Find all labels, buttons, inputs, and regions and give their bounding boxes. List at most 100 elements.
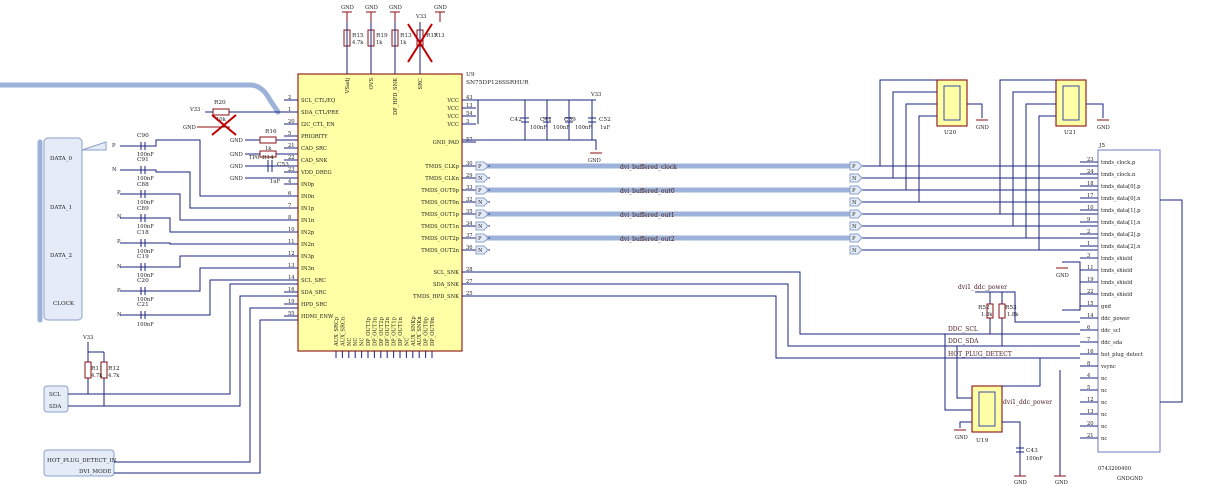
r14-body (259, 150, 277, 158)
u9-bottom-pin-name: NC (404, 337, 410, 346)
u9-pin-num: 6 (288, 191, 291, 197)
gnd-label: GND (183, 125, 196, 131)
u9-pin-name: VCC (446, 106, 459, 112)
u9-bottom-pin-name: DP_OUT3p (366, 316, 372, 346)
u9-pin-num: 20 (288, 119, 295, 125)
u9-pin-name: SCL_SRC (301, 278, 326, 284)
u9-pin-num: 30 (466, 161, 473, 167)
input-harness: DATA_0 DATA_1 DATA_2 CLOCK P N P N P N P… (0, 82, 281, 477)
c20-ref: C20 (137, 278, 149, 284)
tmds-flag-label: N (852, 176, 857, 182)
input-bus (0, 82, 281, 115)
u9-pin-name: VDD_DREG (300, 170, 332, 176)
net-out0-label: dvi_buffered_out0 (620, 188, 675, 195)
net-ddc-sda-label: DDC_SDA (948, 338, 979, 345)
tmds-flag-label: P (852, 236, 856, 242)
j5-gnd-label: GND (1117, 476, 1130, 482)
u9-pin-name: GND_PAD (433, 140, 459, 146)
r16-val: 1k (265, 146, 272, 152)
port-p-label: P (117, 288, 121, 294)
u9-pin-num: 7 (288, 203, 291, 209)
gnd-label: GND (230, 152, 243, 158)
harness-frame (43, 137, 83, 321)
c21-val: 100nF (137, 322, 154, 328)
u21-body (1055, 79, 1087, 127)
u9-pin-num: 13 (288, 263, 295, 269)
tmds-flag-label: N (852, 200, 857, 206)
j5-pin-num: 3 (1087, 253, 1090, 259)
c41-ref: C41 (540, 117, 552, 123)
r11-val: 4.7k (91, 373, 103, 379)
u9-bottom-pin-name: NC (347, 337, 353, 346)
j5-pin-num: 14 (1087, 313, 1094, 319)
j5-pin-num: 5 (1087, 385, 1090, 391)
j5-pin-name: tmds_clock.p (1101, 160, 1136, 166)
u9-pin-num: 55 (288, 311, 295, 317)
u9-pin-name: IN3p (301, 254, 315, 260)
j5-pin-name: hot_plug_detect (1101, 352, 1144, 358)
gnd-label: GND (365, 5, 378, 11)
r15-ref: R15 (352, 33, 364, 39)
u9-pin-num: 28 (466, 267, 473, 273)
u9-top-pin-name: VSadj (345, 78, 351, 95)
c90-ref: C90 (137, 133, 149, 139)
u9-pin-num: 54 (466, 111, 473, 117)
u9-pin-num: 2 (288, 95, 291, 101)
u9-pin-name: IN1p (301, 206, 315, 212)
c88-val: 100nF (137, 200, 154, 206)
j5-pin-name: tmds_shield (1101, 292, 1133, 298)
u9-top-pin-name: SRC (418, 78, 424, 89)
u9-pin-name: VCC (446, 122, 459, 128)
c91-val: 100nF (137, 176, 154, 182)
c52-ref: C52 (599, 117, 611, 123)
j5-pin-num: 9 (1087, 217, 1090, 223)
gnd-label: GND (1097, 125, 1110, 131)
tmds-output-nets: dvi_buffered_clock dvi_buffered_out0 dvi… (475, 161, 1098, 255)
c89-val: 100nF (137, 224, 154, 230)
u9-pin-num: 1 (288, 107, 291, 113)
c18-ref: C18 (137, 230, 149, 236)
gnd-symbol: GND (389, 5, 402, 22)
c42-ref: C42 (510, 117, 522, 123)
port-n-label: N (117, 214, 122, 220)
u9-pin-name: SDA_SNK (433, 282, 459, 288)
u9-pin-name: TMDS_OUT2p (421, 236, 459, 242)
u19-ref: U19 (976, 438, 989, 444)
tmds-flag-label: P (478, 164, 482, 170)
u9-pin-name: SCL_SNK (433, 270, 459, 276)
c20-val: 100nF (137, 297, 154, 303)
u9-bottom-pin-name: NC (360, 337, 366, 346)
tmds-flag-label: P (852, 188, 856, 194)
tmds-flag-label: N (852, 248, 857, 254)
port-dvi-mode-label: DVI_MODE (79, 469, 111, 475)
u9-pin-num: 3 (466, 119, 469, 125)
u9-bottom-pin-name: NC (353, 337, 359, 346)
gnd-label: GND (976, 125, 989, 131)
port-scl-label: SCL (49, 392, 61, 398)
u9-pin-name: TMDS_CLKp (425, 164, 459, 170)
j5-gnd-label: GND (1130, 476, 1143, 482)
u9-pin-num: 21 (288, 143, 295, 149)
port-n-label: N (117, 312, 122, 318)
j5-pin-name: tmds_data[1].n (1101, 220, 1141, 226)
j5-pin-name: tmds_shield (1101, 268, 1133, 274)
j5-pin-name: gnd (1101, 304, 1112, 310)
port-sda-label: SDA (49, 404, 62, 410)
u9-bottom-pin-name: DP_OUT1p (392, 316, 398, 346)
net-ddc-power-label: dvi1_ddc_power (958, 284, 1007, 291)
c90-val: 100nF (137, 152, 154, 158)
gnd-label: GND (588, 158, 601, 164)
pn-ports: P N P N P N P N (81, 141, 122, 318)
tmds-flag-label: P (478, 188, 482, 194)
c43-ref: C43 (1026, 448, 1038, 454)
config-parts: V33 R20 10k GND GND R16 1k GND R14 TP0 G… (183, 100, 298, 185)
esd-u20: U20 GND (879, 79, 989, 202)
gnd-symbol: GND (341, 5, 354, 22)
j5-pin-num: 19 (1087, 277, 1094, 283)
u9-pin-name: SDA_CTL/PRE (301, 110, 339, 116)
u9-pin-name: HDMI_ENW (301, 314, 334, 320)
j5-pin-name: tmds_data[2].n (1101, 244, 1141, 250)
r20-ref: R20 (214, 100, 226, 106)
